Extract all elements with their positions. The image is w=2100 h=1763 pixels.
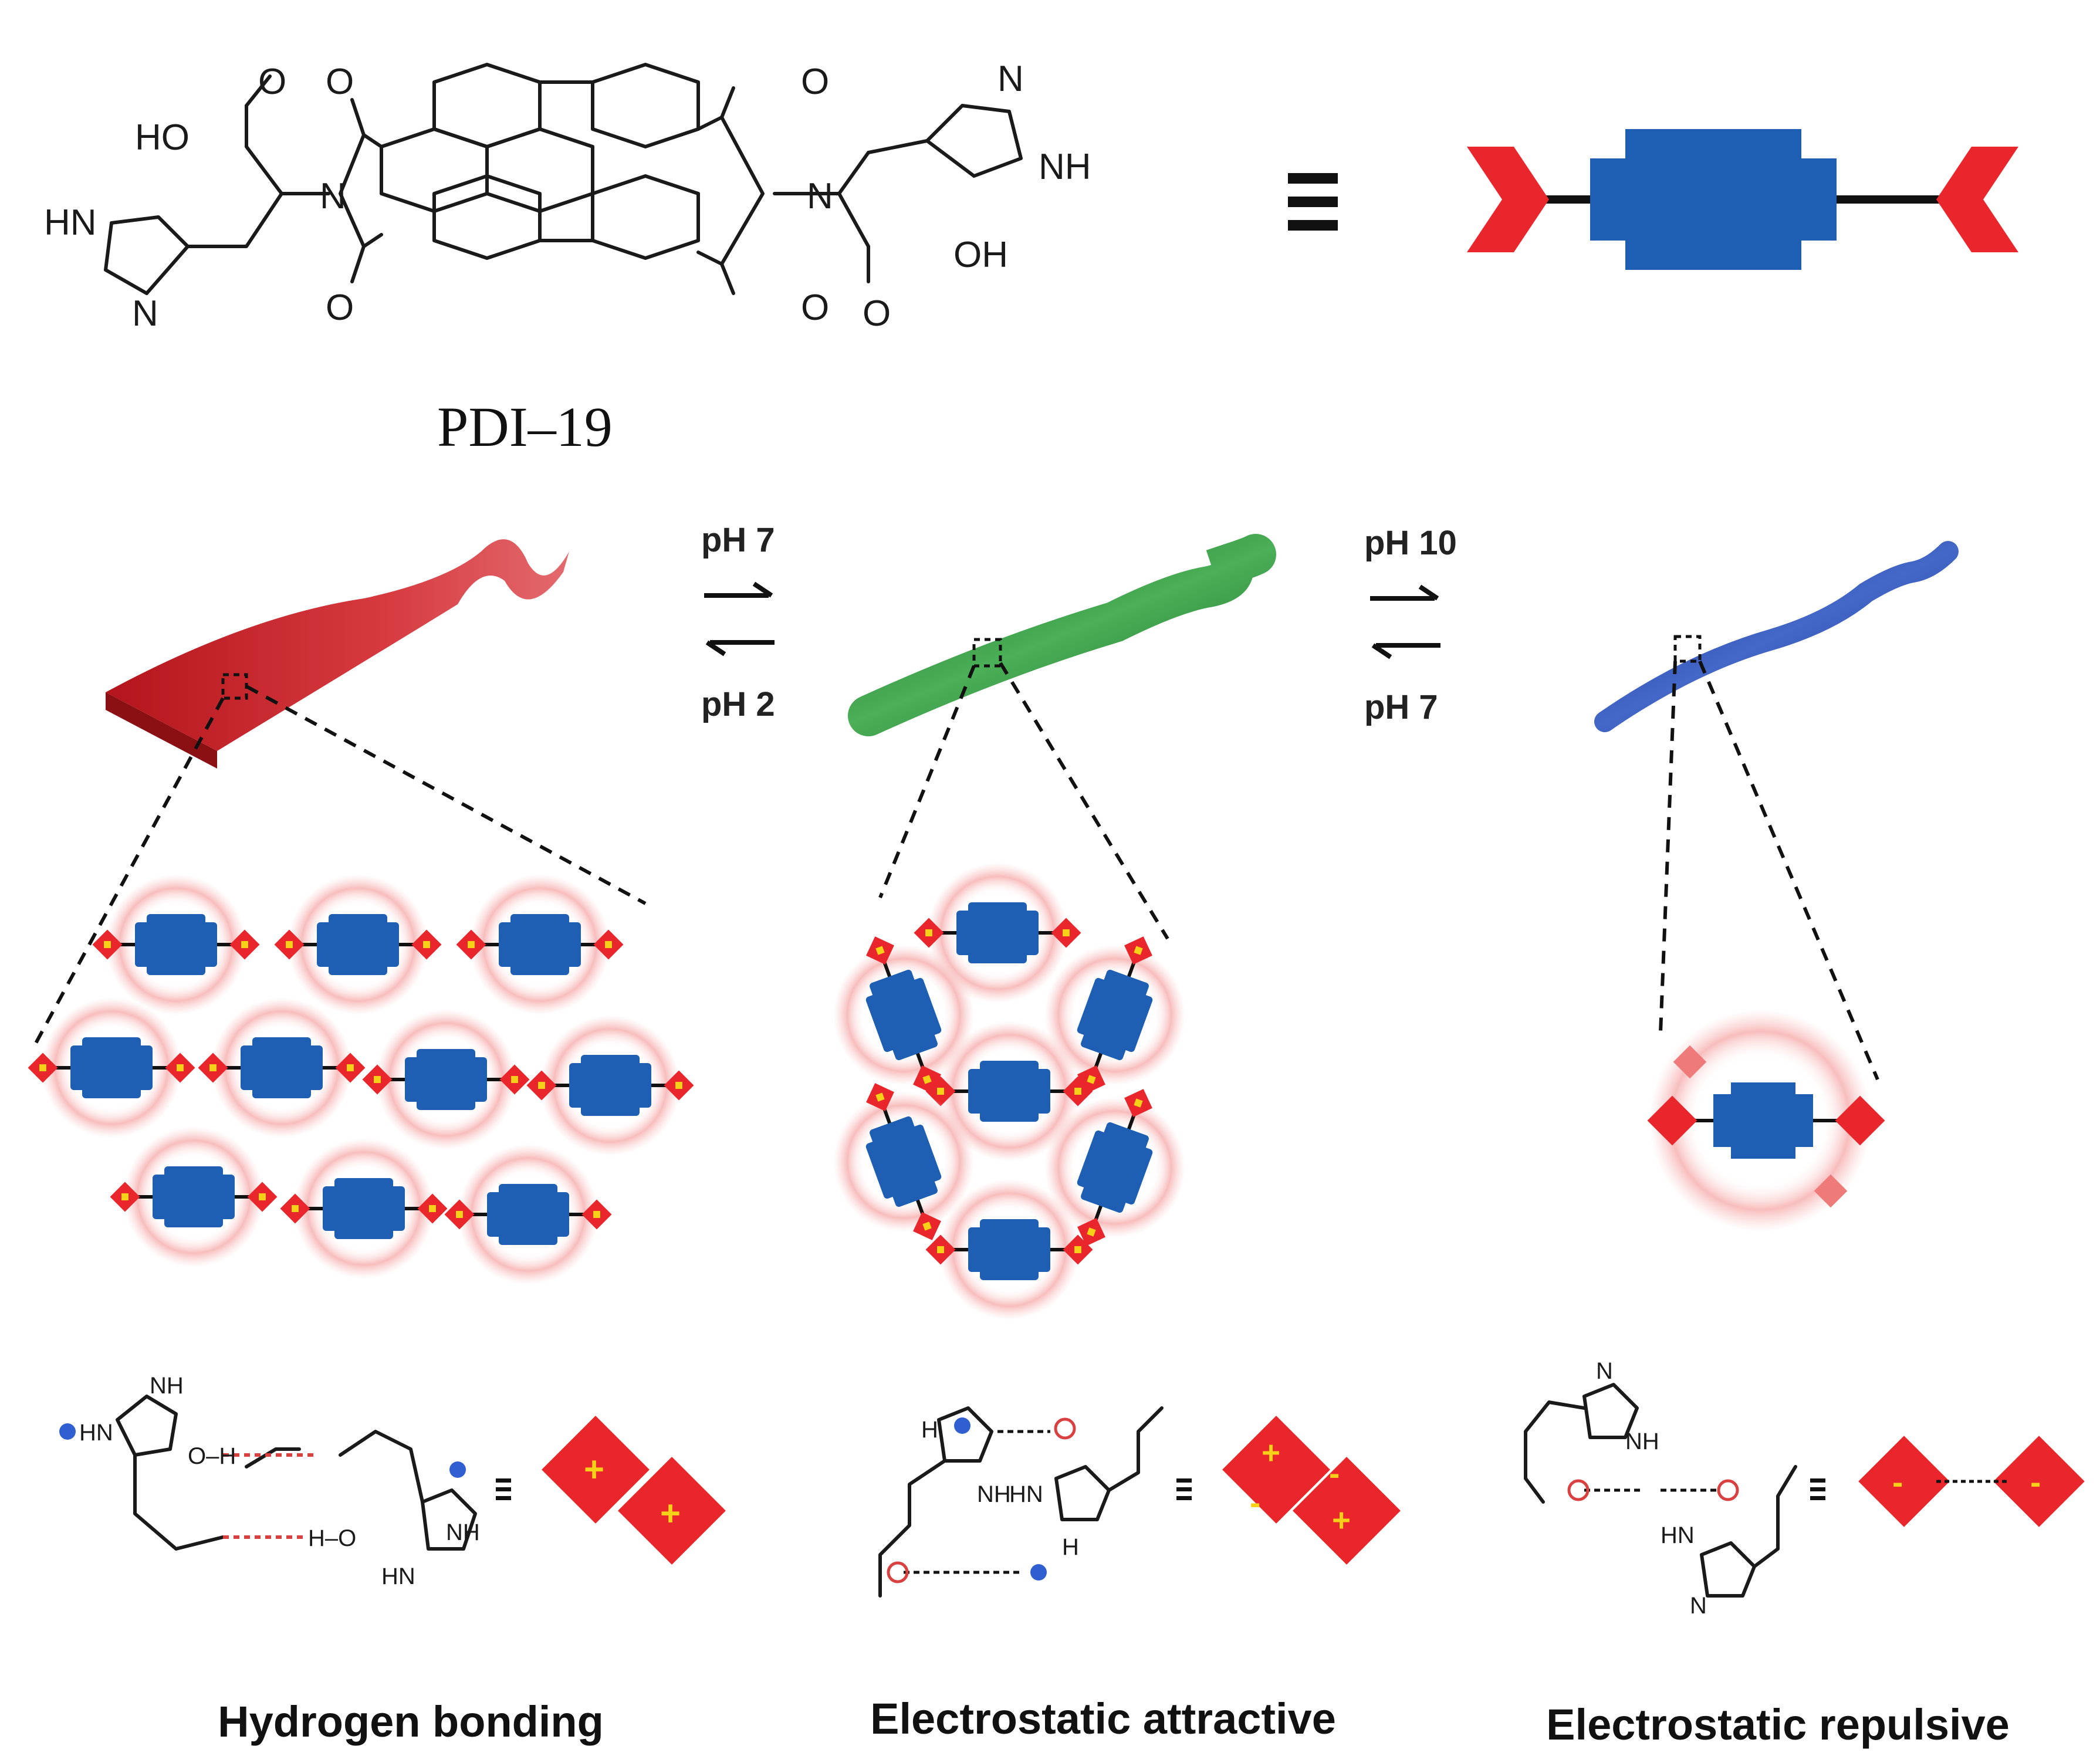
svg-text:+: + (1332, 1502, 1351, 1538)
reverse-arrow-icon (705, 640, 775, 657)
equivalence-icon (496, 1478, 511, 1500)
svg-text:+: + (584, 1450, 604, 1489)
zoom-lines (33, 635, 1879, 1081)
attractive-scheme: H NH HN H (878, 1406, 1164, 1598)
forward-arrow-icon (1370, 584, 1439, 601)
molecule-schematic (1467, 129, 2018, 270)
svg-text:-: - (1250, 1484, 1260, 1521)
equilibrium-step-2: pH 10 pH 7 (1364, 524, 1457, 726)
label-n-left-ring: N (132, 293, 158, 334)
svg-text:+: + (660, 1494, 681, 1533)
condition-ph7-reverse: pH 7 (1364, 688, 1438, 726)
hbond-lattice (28, 874, 694, 1285)
caption-hydrogen-bonding: Hydrogen bonding (218, 1697, 604, 1746)
reverse-arrow-icon (1371, 643, 1440, 659)
svg-text:-: - (1329, 1455, 1340, 1491)
ea-label-hn: HN (1009, 1481, 1043, 1507)
label-oh: OH (953, 235, 1008, 275)
green-tube (848, 534, 1276, 736)
equilibrium-step-1: pH 7 pH 2 (701, 521, 775, 723)
label-o-left-bottom: O (326, 287, 354, 328)
svg-text:-: - (1892, 1464, 1903, 1500)
label-n-left: N (320, 176, 346, 216)
hb-label-ho: H–O (308, 1525, 356, 1551)
label-o-right-acid: O (863, 293, 891, 334)
condition-ph7-forward: pH 7 (701, 521, 775, 559)
label-hn-left: HN (44, 202, 97, 243)
hb-label-hn-bottom: HN (381, 1564, 415, 1589)
er-label-nh: NH (1625, 1429, 1659, 1454)
red-ribbon (106, 539, 569, 769)
svg-text:-: - (2030, 1464, 2041, 1500)
condition-ph10-forward: pH 10 (1364, 524, 1457, 562)
hb-label-oh: O–H (188, 1443, 236, 1469)
equivalence-icon (1176, 1478, 1192, 1500)
hb-label-nh: NH (150, 1373, 184, 1399)
er-label-n: N (1596, 1358, 1613, 1384)
label-o-right-bottom: O (801, 287, 829, 328)
caption-electrostatic-repulsive: Electrostatic repulsive (1546, 1700, 2010, 1749)
hbond-scheme: HN NH O–H H–O NH HN (59, 1373, 480, 1589)
compound-name: PDI–19 (437, 395, 613, 458)
ea-label-h: H (921, 1417, 938, 1443)
er-label-hn: HN (1661, 1522, 1695, 1548)
pdi-19-structure: HO O N O O HN N O O N O OH N NH (44, 59, 1091, 334)
hb-label-nh-right: NH (446, 1520, 480, 1545)
label-n-right-ring: N (997, 59, 1024, 99)
blue-tube (1594, 541, 1959, 732)
label-o-right-top: O (801, 62, 829, 102)
label-o-left-acid: O (258, 62, 286, 102)
attractive-pair-icon: + - - + (1222, 1416, 1401, 1565)
label-o-left-top: O (326, 62, 354, 102)
ea-label-h-bottom: H (1062, 1534, 1079, 1560)
er-label-n-bottom: N (1690, 1593, 1707, 1619)
equivalence-icon (1288, 173, 1338, 231)
forward-arrow-icon (704, 581, 773, 598)
label-ho: HO (135, 117, 190, 158)
repulsive-scheme: N NH HN N (1524, 1358, 1797, 1619)
caption-electrostatic-attractive: Electrostatic attractive (870, 1694, 1336, 1743)
ea-label-nh: NH (977, 1481, 1011, 1507)
repulsive-single (1647, 1009, 1885, 1232)
svg-text:+: + (1262, 1434, 1280, 1471)
label-nh-right: NH (1039, 147, 1091, 187)
equivalence-icon (1810, 1478, 1825, 1500)
hbond-pair-icon: + + (542, 1416, 726, 1565)
attractive-cluster (809, 862, 1210, 1320)
condition-ph2-reverse: pH 2 (701, 685, 775, 723)
repulsive-pair-icon: - - (1858, 1436, 2085, 1527)
hb-label-hn: HN (79, 1420, 113, 1446)
label-n-right: N (807, 176, 833, 216)
